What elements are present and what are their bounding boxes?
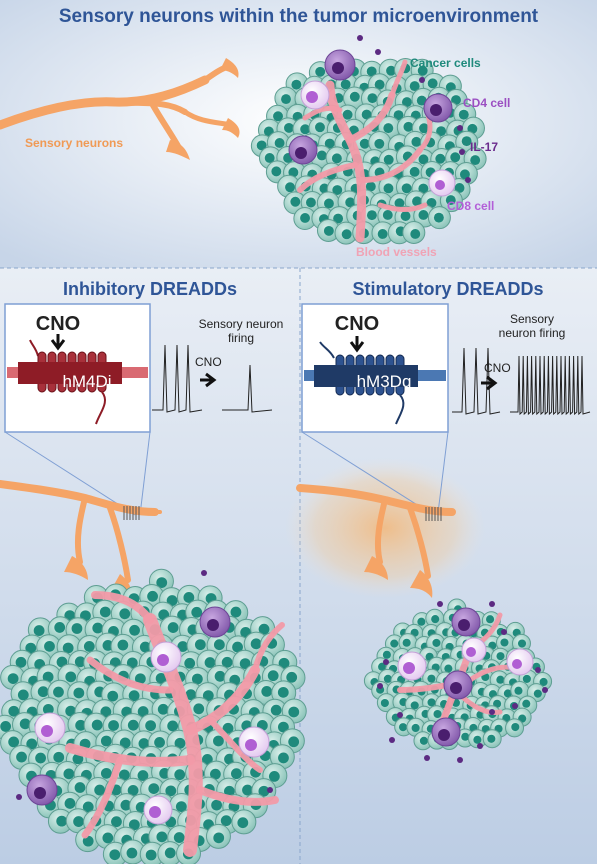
- neuron-terminal: [64, 556, 88, 580]
- cancer-cell: [482, 729, 502, 749]
- cancer-cell: [205, 823, 231, 849]
- cancer-cell: [468, 729, 488, 749]
- hm3dq-receptor: [314, 341, 418, 425]
- inhibitory-panel-title: Inhibitory DREADDs: [62, 279, 237, 299]
- firing-trace-after: [222, 364, 273, 413]
- cd4-cell-label: CD4 cell: [463, 96, 511, 110]
- cd4-cell: [324, 49, 356, 81]
- cancer-cell: [371, 221, 395, 245]
- cd4-cell: [443, 670, 473, 700]
- cd8-cell: [34, 712, 66, 744]
- cd4-cell: [199, 606, 231, 638]
- cd8-cell: [143, 795, 173, 825]
- cd8-cell-label: CD8 cell: [447, 199, 495, 213]
- cd8-cell: [300, 80, 330, 110]
- cno-down-arrow: [349, 336, 365, 353]
- il17-label: IL-17: [470, 140, 499, 154]
- neuron-terminal: [364, 556, 388, 580]
- cancer-cell: [427, 206, 451, 230]
- firing-trace-before: [452, 347, 501, 415]
- transition-arrow: [200, 372, 217, 388]
- cno-down-arrow: [50, 334, 66, 351]
- neuron-terminal: [410, 570, 433, 598]
- cancer-cell: [231, 809, 257, 835]
- cancer-cell: [342, 86, 366, 110]
- cd8-cell: [461, 637, 487, 663]
- cancer-cell: [505, 718, 525, 738]
- cancer-cell: [413, 731, 433, 751]
- figure-title: Sensory neurons within the tumor microen…: [58, 6, 539, 27]
- cno-arrow-label: CNO: [195, 355, 222, 369]
- cancer-cell: [139, 841, 165, 864]
- firing-label: Sensory neuron firing: [198, 317, 284, 345]
- cd4-cell: [288, 135, 318, 165]
- cd8-cell: [150, 641, 182, 673]
- zoom-line: [4, 431, 136, 516]
- receptor-cluster: [425, 507, 442, 521]
- cd8-cell: [397, 651, 427, 681]
- cno-ligand-label: CNO: [334, 313, 380, 335]
- stimulatory-panel-title: Stimulatory DREADDs: [352, 279, 544, 299]
- cancer-cell: [293, 207, 317, 231]
- receptor-cluster: [123, 506, 140, 520]
- blood-vessels-label: Blood vessels: [356, 245, 437, 259]
- firing-trace-before: [152, 344, 203, 413]
- cancer-cell: [120, 839, 146, 864]
- il17-molecules: [377, 601, 548, 763]
- firing-label: Sensory neuron firing: [498, 312, 566, 340]
- cno-ligand-label: CNO: [35, 313, 81, 335]
- zoom-line: [437, 431, 449, 514]
- cd4-cell: [451, 607, 481, 637]
- il17-molecules: [357, 35, 471, 183]
- firing-trace-after: [510, 355, 591, 416]
- hm3dq-label: hM3Dq: [356, 372, 412, 391]
- neuron-terminal: [222, 118, 240, 138]
- cno-arrow-label: CNO: [484, 361, 511, 375]
- cd8-cell: [506, 648, 534, 676]
- cancer-cell: [47, 808, 73, 834]
- sensory-neurons-label: Sensory neurons: [25, 136, 124, 150]
- cancer-cell: [157, 841, 183, 864]
- cd4-cell: [423, 93, 453, 123]
- cd8-cell: [238, 726, 270, 758]
- cd4-cell: [431, 717, 461, 747]
- hm4di-receptor: [18, 339, 122, 425]
- cancer-cell: [510, 681, 530, 701]
- transition-arrow: [481, 375, 498, 391]
- cancer-cell: [253, 679, 279, 705]
- neuron-terminal: [166, 140, 190, 160]
- cd8-cell: [428, 169, 456, 197]
- zoom-line: [139, 431, 151, 516]
- cancer-cell: [83, 712, 109, 738]
- hm4di-label: hM4Di: [62, 372, 112, 391]
- zoom-line: [301, 431, 431, 514]
- blood-vessel: [297, 59, 433, 243]
- cancer-cell: [376, 693, 396, 713]
- cancer-cell: [402, 221, 426, 245]
- cancer-cell: [271, 680, 297, 706]
- cd4-cell: [26, 774, 58, 806]
- cancer-cells-label: Cancer cells: [410, 56, 481, 70]
- neuron-terminal: [220, 58, 239, 78]
- il17-molecules: [16, 570, 273, 800]
